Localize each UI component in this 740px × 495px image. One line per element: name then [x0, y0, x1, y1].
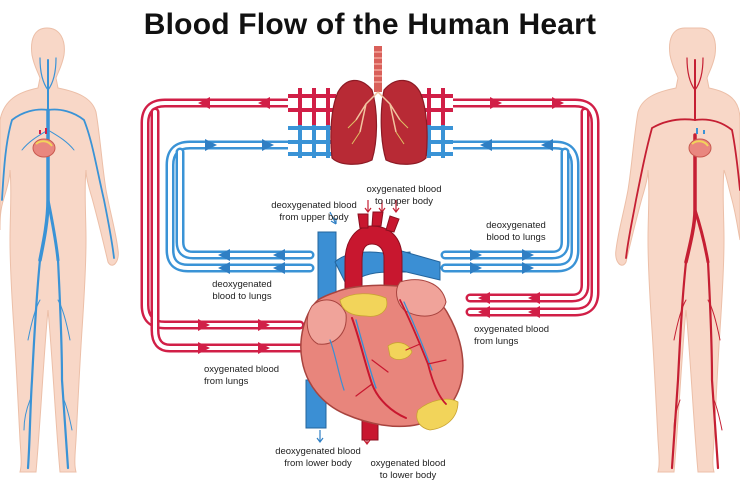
flow-arrows [198, 97, 564, 354]
label-deoxygenated-to-lungs-right: deoxygenated blood to lungs [486, 220, 546, 243]
pointer-arrows [316, 200, 400, 445]
label-deoxygenated-upper-body: deoxygenated blood from upper body [271, 200, 357, 223]
left-atrium [396, 279, 447, 317]
epicardial-fat [339, 293, 459, 431]
label-oxygenated-from-lungs-right: oxygenated blood from lungs [474, 324, 550, 347]
right-lung [380, 79, 428, 165]
label-oxygenated-upper-body: oxygenated blood to upper body [366, 184, 442, 207]
capillary-grid-left [288, 88, 336, 158]
right-atrium [306, 299, 347, 345]
label-deoxygenated-lower-body: deoxygenated blood from lower body [275, 446, 361, 469]
lungs [330, 46, 428, 165]
superior-vena-cava [317, 231, 337, 301]
coronary-vessels [329, 299, 447, 419]
circulation-loops [140, 98, 600, 353]
arterial-system-figure [615, 27, 740, 473]
label-deoxygenated-to-lungs-left: deoxygenated blood to lungs [212, 279, 272, 302]
heart [300, 211, 464, 441]
label-oxygenated-from-lungs-left: oxygenated blood from lungs [204, 364, 280, 387]
venous-system-figure [0, 27, 119, 473]
left-body-silhouette [0, 27, 119, 473]
page-title: Blood Flow of the Human Heart [143, 8, 597, 41]
label-oxygenated-lower-body: oxygenated blood to lower body [370, 458, 446, 481]
right-body-silhouette [615, 27, 740, 473]
